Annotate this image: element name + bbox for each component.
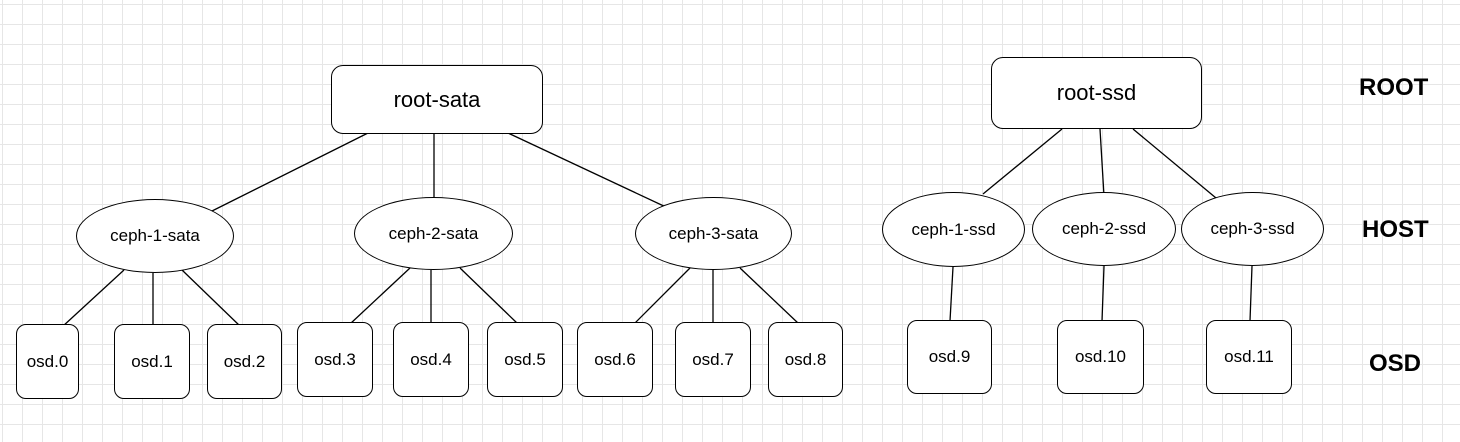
edge-ceph-3-sata-osd-6 [633,267,691,325]
edge-ceph-3-ssd-osd-11 [1249,265,1253,322]
root-ssd-node: root-ssd [991,57,1202,129]
host-ceph-1-ssd-node: ceph-1-ssd [882,192,1025,267]
edge-ceph-1-sata-osd-2 [181,269,242,328]
root-sata-node: root-sata [331,65,543,134]
edge-root-sata-ceph-1-sata [209,132,369,213]
edge-ceph-1-ssd-osd-9 [949,266,954,322]
level-label-host: HOST [1362,216,1429,243]
edge-ceph-3-sata-osd-8 [739,267,800,325]
host-ceph-3-sata-node: ceph-3-sata [635,197,792,270]
level-label-osd: OSD [1369,350,1422,377]
host-ceph-2-ssd-node: ceph-2-ssd [1032,192,1176,266]
osd-3-node: osd.3 [297,322,373,397]
edge-ceph-2-sata-osd-3 [349,267,411,325]
edge-ceph-1-sata-osd-0 [61,269,125,328]
osd-8-node: osd.8 [768,322,843,397]
edge-root-ssd-ceph-2-ssd [1099,128,1105,197]
edge-root-ssd-ceph-1-ssd [982,128,1063,195]
edge-ceph-2-ssd-osd-10 [1101,265,1105,322]
osd-2-node: osd.2 [207,324,282,399]
host-ceph-1-sata-node: ceph-1-sata [76,199,234,273]
osd-0-node: osd.0 [16,324,79,399]
host-ceph-2-sata-node: ceph-2-sata [354,197,513,270]
level-label-root: ROOT [1359,74,1429,101]
edge-root-sata-ceph-3-sata [507,132,669,209]
edge-ceph-2-sata-osd-5 [459,267,519,325]
osd-10-node: osd.10 [1057,320,1144,394]
osd-9-node: osd.9 [907,320,992,394]
host-ceph-3-ssd-node: ceph-3-ssd [1181,192,1324,266]
osd-5-node: osd.5 [487,322,563,397]
osd-4-node: osd.4 [393,322,469,397]
osd-6-node: osd.6 [577,322,653,397]
osd-11-node: osd.11 [1206,320,1292,394]
osd-1-node: osd.1 [114,324,190,399]
edge-root-ssd-ceph-3-ssd [1132,128,1217,199]
osd-7-node: osd.7 [675,322,751,397]
